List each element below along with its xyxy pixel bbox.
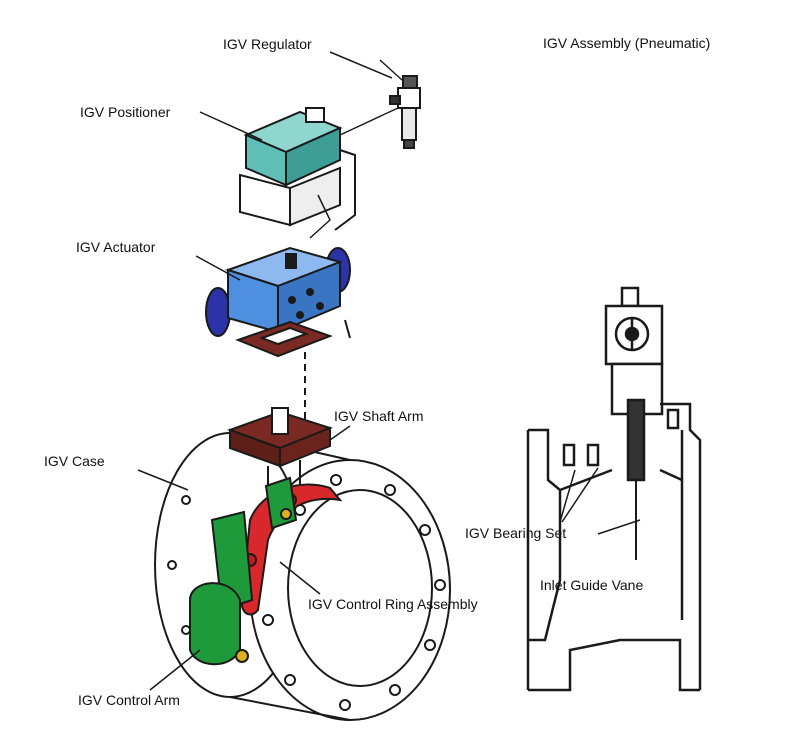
label-shaft-arm: IGV Shaft Arm: [334, 408, 423, 424]
leader-bearing-set-2: [561, 467, 599, 523]
leader-shaft-arm: [329, 425, 351, 441]
cross-section: [526, 286, 702, 692]
label-positioner: IGV Positioner: [80, 104, 171, 120]
case-part: [154, 432, 451, 721]
leader-control-arm: [149, 649, 201, 691]
actuator-mount-plate: [235, 319, 351, 358]
leader-positioner: [199, 111, 263, 141]
diagram-title: IGV Assembly (Pneumatic): [543, 35, 710, 51]
leader-regulator: [329, 51, 393, 79]
regulator-part: [379, 59, 421, 149]
label-control-ring: IGV Control Ring Assembly: [308, 596, 478, 612]
label-inlet-guide-vane: Inlet Guide Vane: [540, 577, 643, 593]
control-arm-part: [189, 476, 298, 666]
leader-case: [137, 469, 189, 491]
actuator-part: [205, 246, 351, 337]
positioner-part: [239, 107, 399, 239]
label-control-arm: IGV Control Arm: [78, 692, 180, 708]
leader-bearing-set-1: [559, 469, 576, 523]
leader-control-ring: [279, 561, 321, 595]
label-regulator: IGV Regulator: [223, 36, 312, 52]
label-case: IGV Case: [44, 453, 105, 469]
label-actuator: IGV Actuator: [76, 239, 156, 255]
leader-bearing-set-3: [597, 519, 641, 535]
label-bearing-set: IGV Bearing Set: [465, 525, 566, 541]
leader-actuator: [195, 255, 241, 281]
